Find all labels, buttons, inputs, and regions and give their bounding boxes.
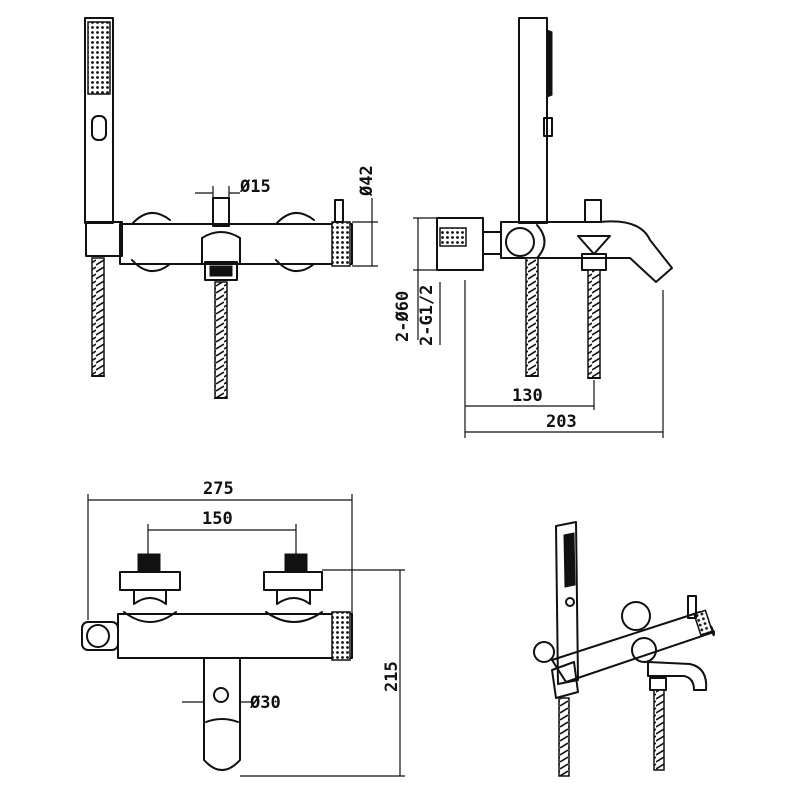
front-view: Ø15 Ø42 <box>84 17 378 399</box>
isometric-view <box>533 521 715 777</box>
spout-iso <box>647 661 708 691</box>
dim-w150: 150 <box>202 509 233 529</box>
mixer-body-side <box>500 220 673 283</box>
dim-d30: Ø30 <box>249 693 281 713</box>
shower-hose-side <box>525 257 539 377</box>
dim-d60: 2-Ø60 <box>393 291 413 342</box>
center-hose-side <box>587 269 601 379</box>
dim-h215: 215 <box>382 661 402 692</box>
hand-shower-side <box>518 17 548 224</box>
hand-shower-iso <box>555 521 579 685</box>
mixer-body-plan <box>117 613 353 659</box>
hand-shower-button <box>91 115 107 141</box>
shower-holder <box>85 221 123 257</box>
dim-w130: 130 <box>512 386 543 406</box>
center-hose <box>214 281 228 399</box>
diverter-pin-front <box>212 197 230 227</box>
dim-w275: 275 <box>203 479 234 499</box>
spout-plan <box>203 657 241 771</box>
plan-view: 275 150 Ø30 215 <box>81 479 405 777</box>
right-wall-flange <box>275 212 315 272</box>
center-outlet-front <box>201 231 241 265</box>
dim-g12: 2-G1/2 <box>417 285 437 346</box>
shower-hose-left <box>91 257 105 377</box>
dim-d42: Ø42 <box>357 165 377 197</box>
left-wall-flange <box>131 212 171 272</box>
dim-d15: Ø15 <box>239 177 271 197</box>
thermostat-knob-plan <box>331 611 351 661</box>
hand-shower-nozzle-grid <box>87 21 111 95</box>
thermostat-knob-front <box>331 221 351 267</box>
dim-w203: 203 <box>546 412 577 432</box>
mixer-body-front <box>119 223 353 265</box>
side-view: 2-Ø60 2-G1/2 130 203 <box>393 17 673 438</box>
